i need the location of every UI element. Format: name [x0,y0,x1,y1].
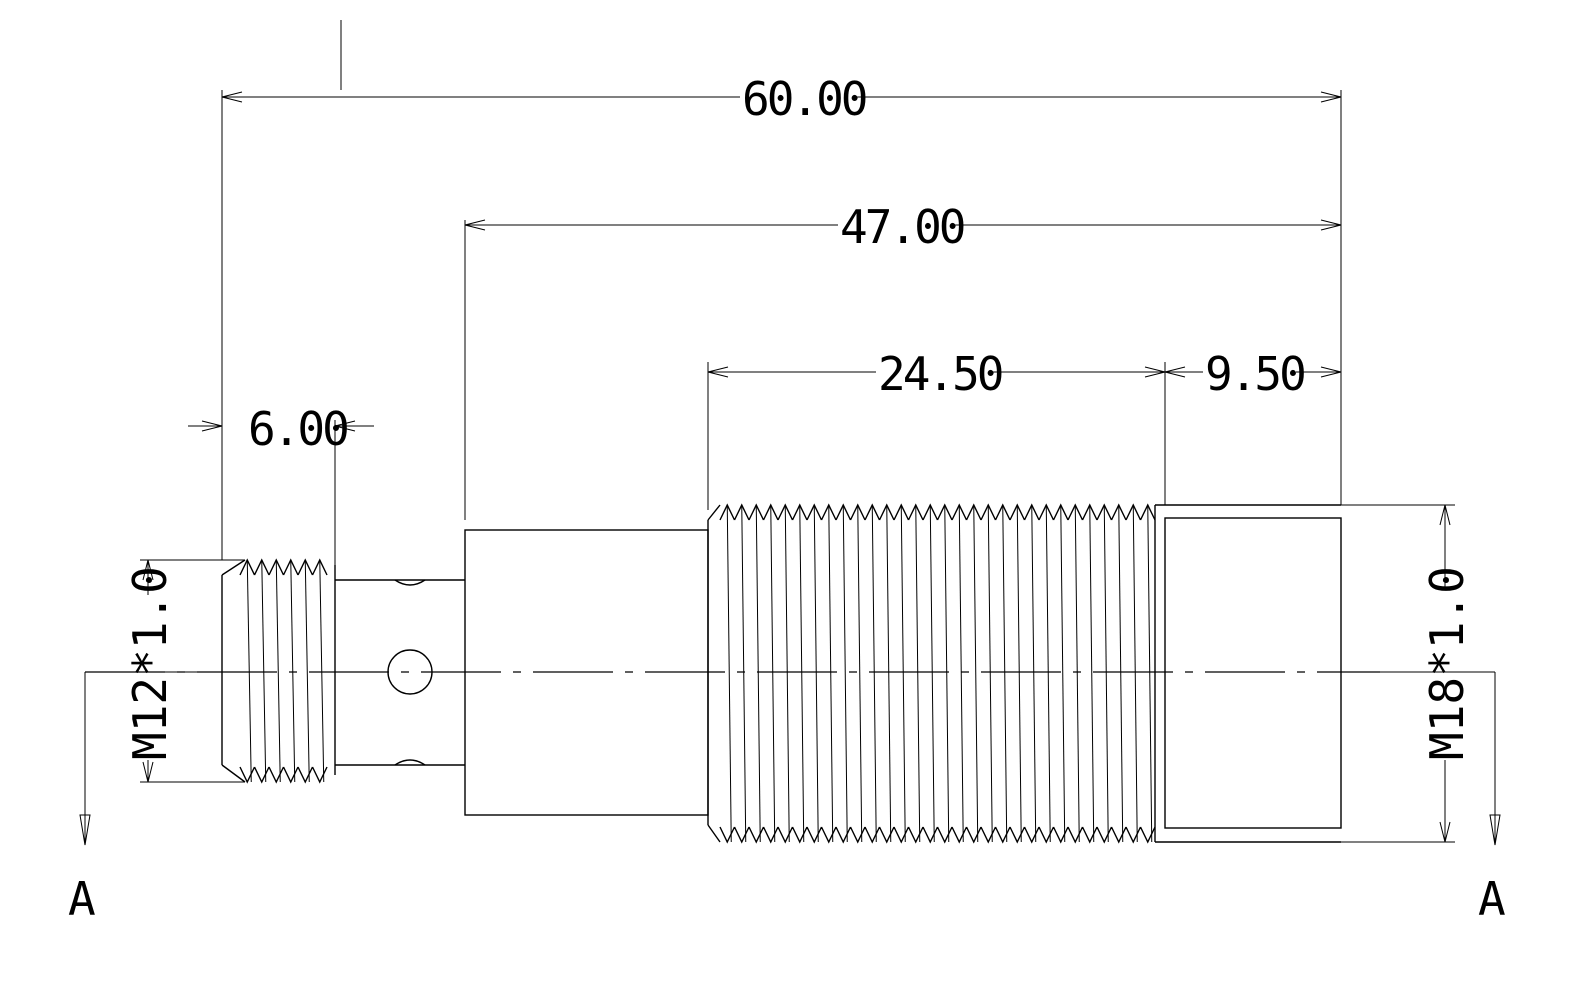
dimension-m12-label: M12*1.0 [123,566,177,760]
dimension-nut: 9.50 [1164,347,1342,401]
thread-crest-line [1002,504,1008,843]
thread-crest-line [1103,504,1109,843]
thread-crest-line [813,504,819,843]
dimension-overall-label: 60.00 [742,72,866,126]
thread-profile [719,503,1156,521]
thread-crest-line [755,504,761,843]
thread-crest-line [741,504,747,843]
thread-crest-line [958,504,964,843]
thread-crest-line [275,559,281,783]
section-label-right: A [1478,872,1506,926]
thread-crest-line [799,504,805,843]
section-label-left: A [68,872,96,926]
dimension-m18-label: M18*1.0 [1420,566,1474,760]
thread-crest-line [828,504,834,843]
dimension-small-thread: 6.00 [188,402,374,456]
thread-profile [239,558,328,576]
thread-crest-line [973,504,979,843]
nut-section [1155,504,1342,843]
dimension-thread: 24.50 [707,347,1166,401]
thread-crest-line [915,504,921,843]
thread-crest-line [842,504,848,843]
thread-crest-line [857,504,863,843]
dimension-body: 47.00 [464,200,1342,254]
thread-crest-line [900,504,906,843]
thread-crest-line [770,504,776,843]
thread-crest-line [261,559,267,783]
dimension-small-thread-label: 6.00 [248,402,347,456]
large-thread-section [707,503,1156,844]
cross-hole [387,649,433,695]
thread-crest-line [1074,504,1080,843]
thread-crest-line [784,504,790,843]
thread-crest-line [1031,504,1037,843]
neck-section [334,565,465,775]
thread-crest-line [246,559,252,783]
thread-crest-line [1060,504,1066,843]
dimension-overall: 60.00 [221,72,1342,126]
thread-crest-line [886,504,892,843]
thread-crest-line [319,559,325,783]
thread-crest-line [1118,504,1124,843]
thread-crest-line [1045,504,1051,843]
thread-crest-line [1089,504,1095,843]
thread-crest-line [929,504,935,843]
thread-profile [719,826,1156,844]
thread-crest-line [726,504,732,843]
dimension-m18: M18*1.0 [1420,504,1474,843]
dimension-body-label: 47.00 [840,200,964,254]
thread-crest-line [304,559,310,783]
thread-crest-line [871,504,877,843]
dimension-m12: M12*1.0 [123,559,177,783]
thread-crest-line [944,504,950,843]
dimension-nut-label: 9.50 [1205,347,1304,401]
small-thread-teeth [239,558,328,784]
thread-crest-line [1147,504,1153,843]
thread-crest-line [1016,504,1022,843]
thread-crest-line [987,504,993,843]
thread-crest-line [1132,504,1138,843]
thread-profile [239,766,328,784]
extension-lines [140,20,1455,843]
section-marker-right: A [1380,671,1506,926]
dimension-thread-label: 24.50 [878,347,1002,401]
thread-crest-line [290,559,296,783]
large-thread-teeth [719,503,1156,844]
section-marker-left: A [68,671,210,926]
small-thread-section [221,558,328,784]
